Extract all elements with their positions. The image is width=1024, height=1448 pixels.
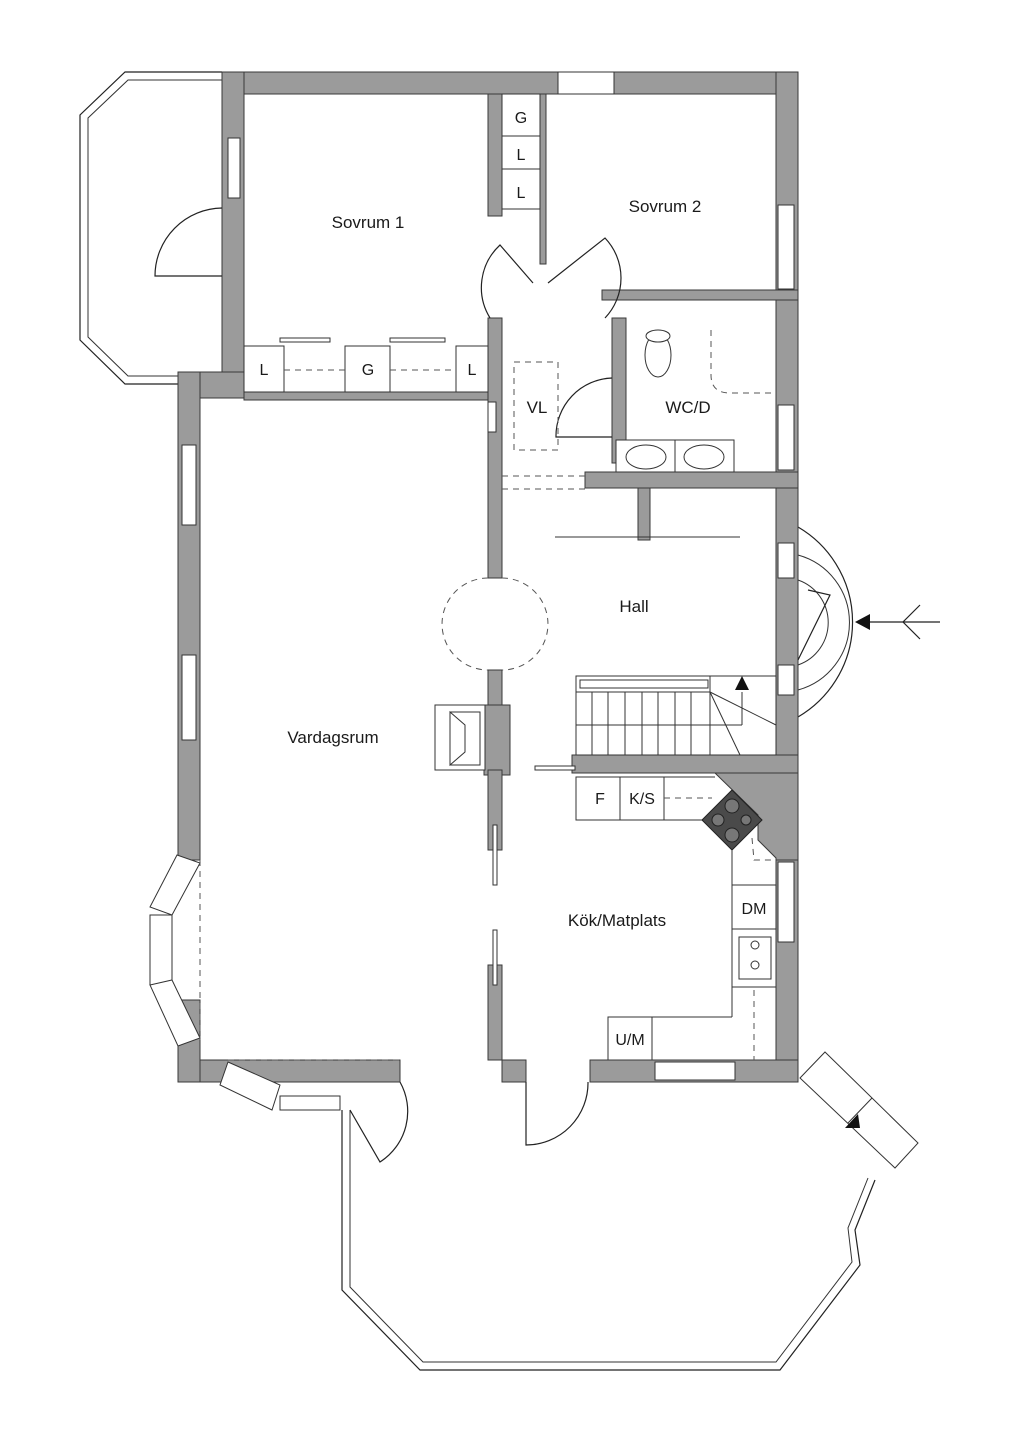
room-label-hall: Hall [619, 597, 648, 616]
closets-sovrum1: L G L [243, 337, 489, 393]
room-label-vardagsrum: Vardagsrum [287, 728, 378, 747]
fireplace [434, 704, 486, 771]
closet-label-l: L [517, 147, 526, 164]
room-label-sovrum-2: Sovrum 2 [629, 197, 702, 216]
sink-icon [625, 444, 667, 470]
fridge-label: F [595, 791, 605, 808]
doors [154, 207, 831, 1163]
bathroom-fixtures [502, 329, 776, 490]
terrace-outline [341, 1110, 876, 1371]
closet-label-l: L [468, 362, 477, 379]
side-steps [799, 1051, 919, 1169]
closet-label-g: G [515, 110, 527, 127]
kitchen-sink-icon [738, 936, 772, 980]
staircase [575, 675, 777, 756]
entrance-arrow [855, 604, 940, 640]
room-label-wc: WC/D [665, 398, 710, 417]
balcony-outline [79, 71, 222, 385]
closets-sovrum2: G L L [501, 93, 541, 210]
stair-direction-arrow [735, 676, 749, 690]
sink-icon [683, 444, 725, 470]
entrance-steps [797, 526, 854, 718]
room-label-sovrum-1: Sovrum 1 [332, 213, 405, 232]
oven-micro-label: U/M [615, 1032, 644, 1049]
room-label-kok: Kök/Matplats [568, 911, 666, 930]
walls [177, 71, 799, 1083]
fridge-freezer-label: K/S [629, 791, 655, 808]
kitchen-fixtures: F K/S DM U/M [575, 776, 777, 1060]
closet-label-l: L [517, 185, 526, 202]
stove-icon [701, 789, 763, 851]
closet-label-l: L [260, 362, 269, 379]
closet-label-g: G [362, 362, 374, 379]
room-label-vl: VL [527, 398, 548, 417]
windows [149, 71, 795, 1111]
dishwasher-label: DM [742, 901, 767, 918]
